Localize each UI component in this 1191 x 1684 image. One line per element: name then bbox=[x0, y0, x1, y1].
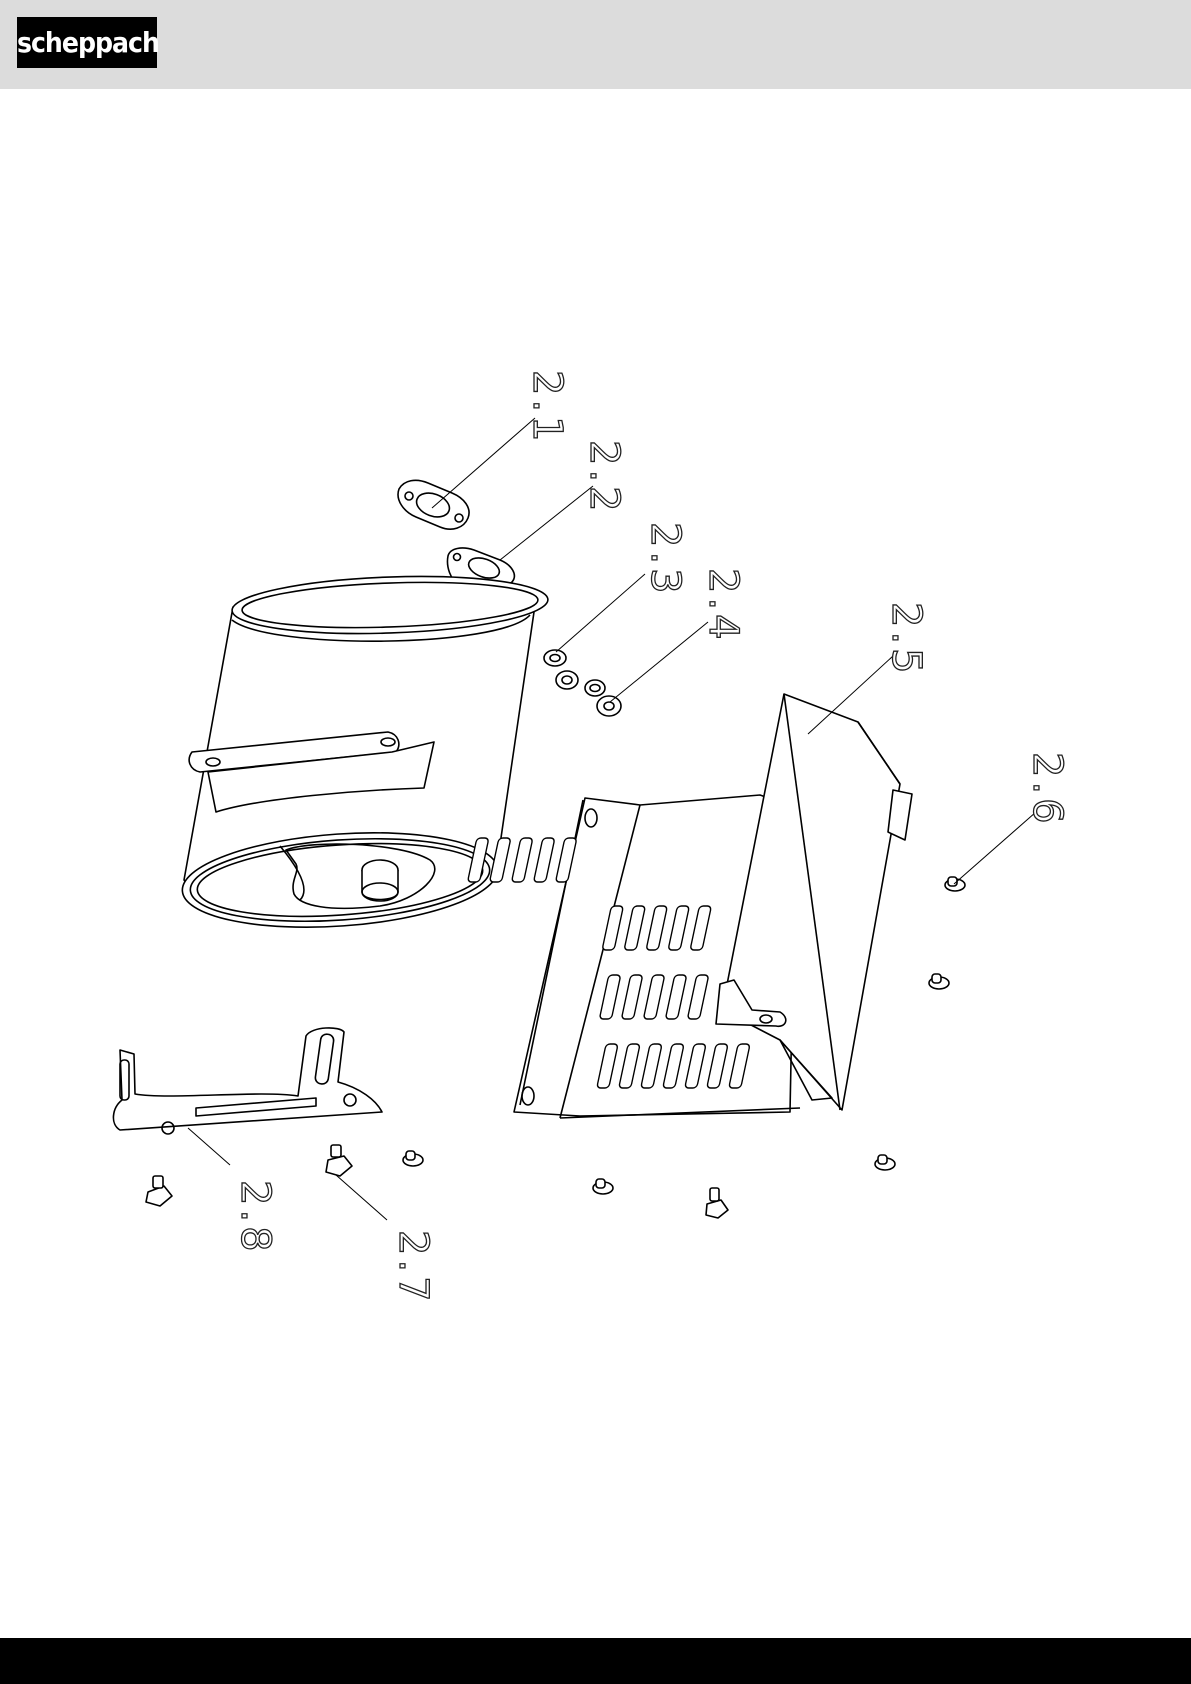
part-mounting-bracket bbox=[113, 1028, 382, 1134]
label-2-6: 2.6 bbox=[1024, 752, 1070, 828]
part-washers-and-nuts bbox=[544, 650, 621, 716]
label-2-4: 2.4 bbox=[700, 568, 746, 644]
label-2-2: 2.2 bbox=[581, 440, 627, 516]
part-gasket bbox=[398, 480, 469, 529]
label-2-8: 2.8 bbox=[232, 1180, 278, 1256]
label-2-7: 2.7 bbox=[390, 1230, 436, 1306]
page-footer bbox=[0, 1638, 1191, 1684]
label-2-1: 2.1 bbox=[524, 370, 570, 446]
part-heat-shield bbox=[468, 694, 912, 1118]
label-2-5: 2.5 bbox=[883, 602, 929, 678]
label-2-3: 2.3 bbox=[642, 522, 688, 598]
